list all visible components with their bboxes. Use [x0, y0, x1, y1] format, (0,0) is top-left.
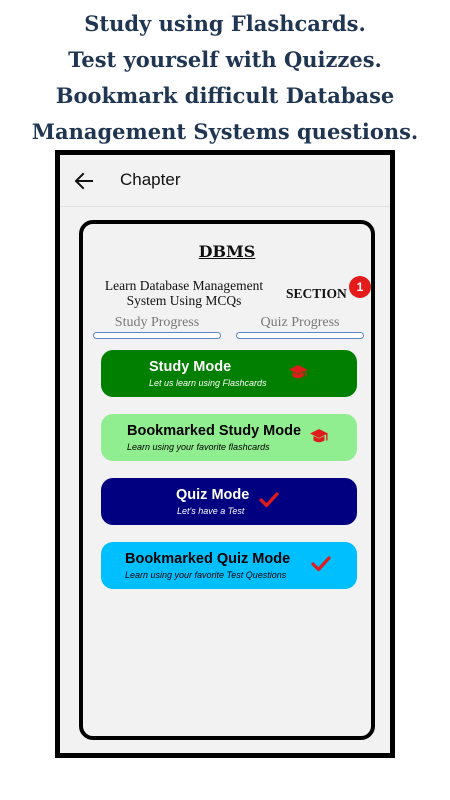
graduation-cap-icon [310, 429, 328, 443]
study-progress-bar [93, 332, 221, 339]
promo-line-2: Test yourself with Quizzes. [68, 47, 382, 72]
chapter-title: DBMS [198, 242, 256, 261]
section-label: SECTION [286, 286, 347, 301]
bookmarked-quiz-mode-title: Bookmarked Quiz Mode [125, 551, 291, 567]
bookmarked-study-mode-title: Bookmarked Study Mode [127, 423, 302, 439]
promo-line-3: Bookmark difficult Database [55, 83, 395, 108]
promo-line-1: Study using Flashcards. [84, 11, 366, 36]
study-mode-subtitle: Let us learn using Flashcards [149, 378, 267, 388]
graduation-cap-icon [289, 365, 307, 379]
chapter-card: DBMS Learn Database Management System Us… [79, 220, 375, 740]
bookmarked-quiz-mode-button[interactable]: Bookmarked Quiz Mode Learn using your fa… [101, 542, 357, 589]
chapter-description: Learn Database Management System Using M… [104, 278, 264, 308]
bookmarked-study-mode-button[interactable]: Bookmarked Study Mode Learn using your f… [101, 414, 357, 461]
study-mode-button[interactable]: Study Mode Let us learn using Flashcards [101, 350, 357, 397]
back-button[interactable] [72, 169, 96, 193]
app-bar: Chapter [60, 155, 390, 207]
phone-frame: Chapter DBMS Learn Database Management S… [55, 150, 395, 758]
study-progress-label: Study Progress [114, 315, 200, 330]
bookmarked-quiz-mode-subtitle: Learn using your favorite Test Questions [125, 570, 287, 580]
quiz-mode-subtitle: Let's have a Test [177, 506, 245, 516]
study-mode-title: Study Mode [149, 359, 232, 375]
page-title: Chapter [120, 170, 181, 189]
section-number-badge: 1 [349, 276, 371, 298]
quiz-progress-bar [236, 332, 364, 339]
promo-line-4: Management Systems questions. [31, 119, 419, 144]
bookmarked-study-mode-subtitle: Learn using your favorite flashcards [127, 442, 270, 452]
quiz-progress-label: Quiz Progress [260, 315, 340, 330]
checkmark-icon [259, 492, 279, 508]
arrow-left-icon [74, 172, 93, 190]
promo-text: Study using Flashcards. Test yourself wi… [0, 6, 450, 150]
quiz-mode-button[interactable]: Quiz Mode Let's have a Test [101, 478, 357, 525]
quiz-mode-title: Quiz Mode [176, 487, 250, 503]
checkmark-icon [311, 556, 331, 572]
